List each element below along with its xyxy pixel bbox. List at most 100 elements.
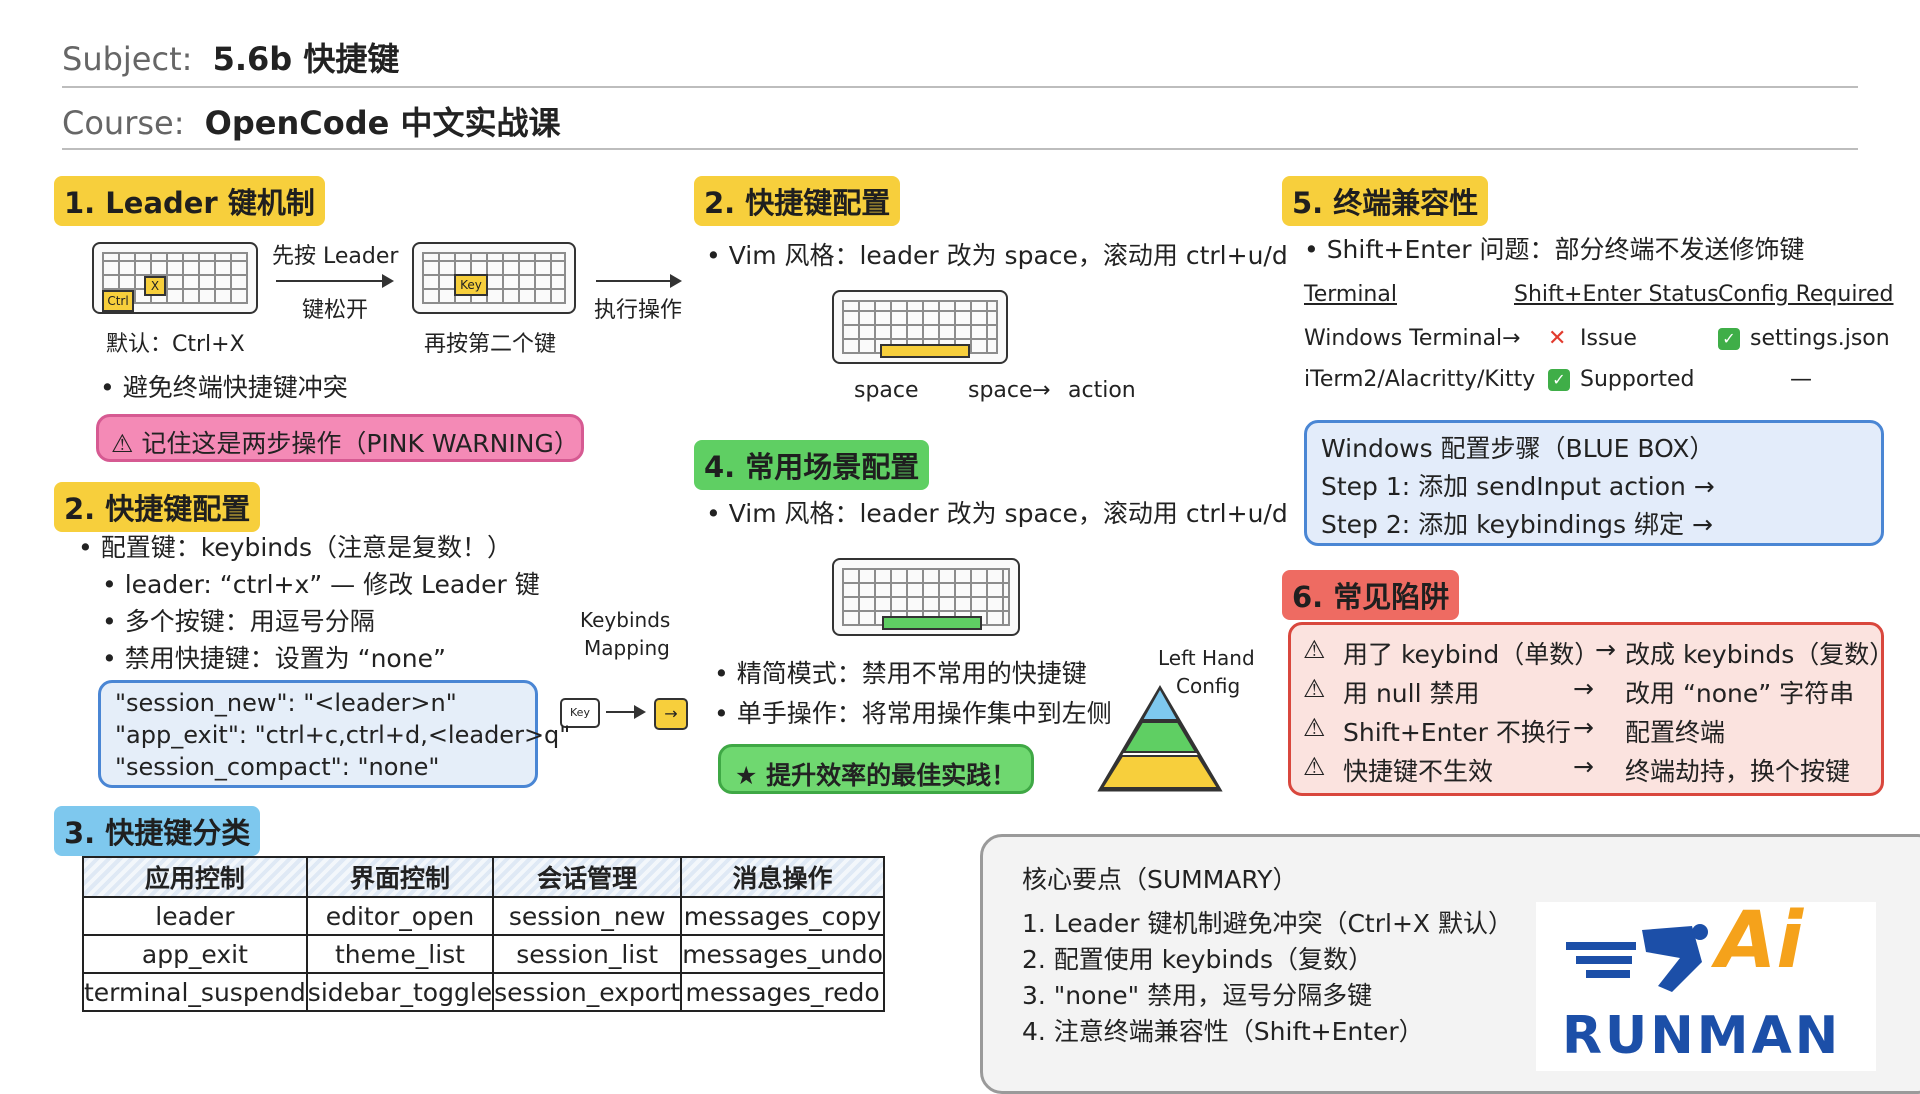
shortcut-category-table: 应用控制 界面控制 会话管理 消息操作 leader editor_open s… xyxy=(82,856,885,1012)
summary-line-3: 3. "none" 禁用，逗号分隔多键 xyxy=(1022,981,1373,1010)
config-none: — xyxy=(1790,367,1812,392)
warning-icon: ⚠ xyxy=(1303,713,1326,742)
section2b-title: 2. 快捷键配置 xyxy=(694,176,901,226)
config-col-header: Config Required xyxy=(1718,282,1894,307)
pitfall-right: 配置终端 xyxy=(1625,718,1726,747)
best-practice-text: ★ 提升效率的最佳实践！ xyxy=(735,761,1017,790)
section3-title: 3. 快捷键分类 xyxy=(54,806,261,856)
blue-box: Windows 配置步骤（BLUE BOX） Step 1: 添加 sendIn… xyxy=(1304,420,1884,546)
pitfall-left: 快捷键不生效 xyxy=(1343,757,1494,786)
pitfall-right: 改成 keybinds（复数） xyxy=(1625,640,1895,669)
ctrl-key: Ctrl xyxy=(102,290,134,312)
config-key-bullet: • 配置键：keybinds（注意是复数！） xyxy=(78,533,513,562)
pitfall-right: 改用 “none” 字符串 xyxy=(1625,679,1855,708)
status-issue: Issue xyxy=(1580,326,1637,351)
keyboard-icon xyxy=(832,558,1020,636)
blue-box-title: Windows 配置步骤（BLUE BOX） xyxy=(1321,434,1715,463)
table-cell: sidebar_toggle xyxy=(305,972,495,1012)
pyramid-icon xyxy=(1097,685,1223,792)
blue-box-step1: Step 1: 添加 sendInput action → xyxy=(1321,472,1715,501)
vim-style-bullet: • Vim 风格：leader 改为 space，滚动用 ctrl+u/d xyxy=(706,241,1288,270)
pitfall-arrow: → xyxy=(1573,752,1594,781)
summary-line-2: 2. 配置使用 keybinds（复数） xyxy=(1022,945,1374,974)
lite-mode-bullet: • 精简模式：禁用不常用的快捷键 xyxy=(714,659,1087,688)
subject-label: Subject: xyxy=(62,40,193,78)
runman-logo: Ai RUNMAN xyxy=(1536,896,1876,1071)
table-cell: messages_undo xyxy=(680,934,885,974)
warning-icon: ⚠ xyxy=(1303,674,1326,703)
check-icon: ✓ xyxy=(1718,328,1740,350)
summary-line-1: 1. Leader 键机制避免冲突（Ctrl+X 默认） xyxy=(1022,909,1513,938)
key-key: Key xyxy=(454,274,488,296)
step-release: 键松开 xyxy=(302,298,369,323)
pitfall-arrow: → xyxy=(1595,635,1616,664)
table-row: terminal_suspend sidebar_toggle session_… xyxy=(82,972,885,1012)
code-line-3: "session_compact": "none" xyxy=(115,753,440,781)
table-cell: leader xyxy=(82,896,308,936)
code-line-2: "app_exit": "ctrl+c,ctrl+d,<leader>q" xyxy=(115,721,571,749)
table-cell: app_exit xyxy=(82,934,308,974)
second-key-caption: 再按第二个键 xyxy=(424,332,557,357)
section1-title: 1. Leader 键机制 xyxy=(54,176,325,226)
keyboard-icon xyxy=(832,290,1008,364)
arrow-right-icon: → xyxy=(1502,326,1521,351)
table-cell: messages_redo xyxy=(680,972,885,1012)
keyboard-icon: Ctrl X xyxy=(92,242,258,314)
execute-action: 执行操作 xyxy=(594,298,683,323)
pitfall-right: 终端劫持，换个按键 xyxy=(1625,757,1851,786)
mapping-label: Mapping xyxy=(584,636,670,660)
code-box: "session_new": "<leader>n" "app_exit": "… xyxy=(98,680,570,788)
table-cell: session_export xyxy=(492,972,683,1012)
config-label: Config xyxy=(1176,674,1241,698)
section2-title: 2. 快捷键配置 xyxy=(54,482,261,532)
logo-ai: Ai xyxy=(1716,896,1804,986)
best-practice-badge: ★ 提升效率的最佳实践！ xyxy=(718,744,1034,794)
arrow-right-icon xyxy=(276,274,394,288)
multi-key-bullet: • 多个按键：用逗号分隔 xyxy=(102,607,375,636)
left-hand-label: Left Hand xyxy=(1158,646,1255,670)
step-press-leader: 先按 Leader xyxy=(272,244,399,269)
pitfall-arrow: → xyxy=(1573,674,1594,703)
warning-icon: ⚠ xyxy=(1303,635,1326,664)
table-row: app_exit theme_list session_list message… xyxy=(82,934,885,974)
course-label: Course: xyxy=(62,104,185,142)
warning-icon: ⚠ xyxy=(1303,752,1326,781)
keyboard-icon: Key xyxy=(412,242,576,314)
summary-line-4: 4. 注意终端兼容性（Shift+Enter） xyxy=(1022,1017,1424,1046)
x-key: X xyxy=(144,276,166,296)
vim-style-bullet-2: • Vim 风格：leader 改为 space，滚动用 ctrl+u/d xyxy=(706,499,1288,528)
flow-space: space xyxy=(854,378,919,403)
table-cell: terminal_suspend xyxy=(82,972,308,1012)
one-hand-bullet: • 单手操作：将常用操作集中到左侧 xyxy=(714,699,1112,728)
code-line-1: "session_new": "<leader>n" xyxy=(115,689,457,717)
pitfall-arrow: → xyxy=(1573,713,1594,742)
table-cell: messages_copy xyxy=(680,896,885,936)
col-header: 消息操作 xyxy=(680,856,885,898)
check-icon: ✓ xyxy=(1548,369,1570,391)
pink-warning-box: ⚠ 记住这是两步操作（PINK WARNING） xyxy=(96,414,584,462)
summary-title: 核心要点（SUMMARY） xyxy=(1022,865,1298,894)
warning-text: ⚠ 记住这是两步操作（PINK WARNING） xyxy=(111,429,579,458)
runner-icon xyxy=(1566,924,1708,992)
flow-space-2: space xyxy=(968,378,1033,403)
subject-value: 5.6b 快捷键 xyxy=(212,40,400,78)
course-line: Course: OpenCode 中文实战课 xyxy=(62,98,561,144)
config-settings: settings.json xyxy=(1750,326,1890,351)
spacebar-key xyxy=(882,616,982,630)
table-cell: session_list xyxy=(492,934,683,974)
leader-bullet: • leader: “ctrl+x” — 修改 Leader 键 xyxy=(102,570,540,599)
status-col-header: Shift+Enter Status xyxy=(1514,282,1719,307)
col-header: 界面控制 xyxy=(305,856,495,898)
key-icon: Key xyxy=(560,698,600,728)
keybinds-label: Keybinds xyxy=(580,608,671,632)
course-value: OpenCode 中文实战课 xyxy=(204,104,561,142)
table-cell: editor_open xyxy=(305,896,495,936)
flow-action: action xyxy=(1068,378,1136,403)
subject-line: Subject: 5.6b 快捷键 xyxy=(62,34,399,80)
section5-title: 5. 终端兼容性 xyxy=(1282,176,1489,226)
avoid-conflict-bullet: • 避免终端快捷键冲突 xyxy=(100,373,348,402)
arrow-right-icon xyxy=(596,274,682,288)
default-caption: 默认：Ctrl+X xyxy=(106,332,245,357)
header-divider xyxy=(62,86,1858,88)
table-cell: theme_list xyxy=(305,934,495,974)
